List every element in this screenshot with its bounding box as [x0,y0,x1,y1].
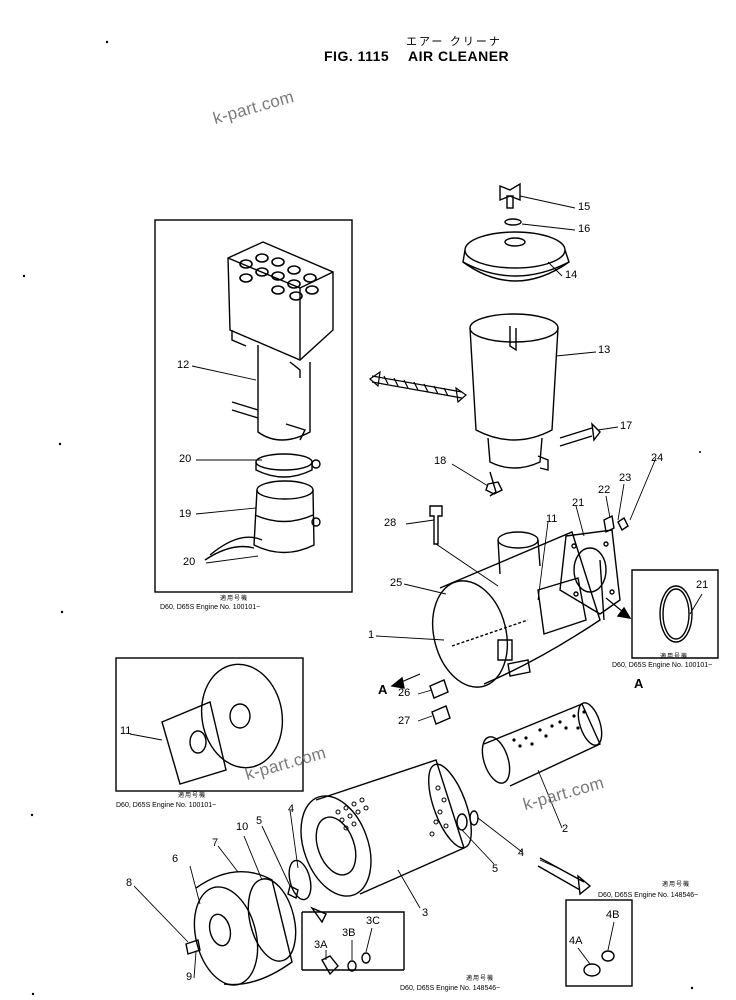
inset-box-11 [115,657,304,792]
bolt-28 [429,505,443,545]
japanese-title: エアー クリーナ [406,35,502,48]
label-23: 23 [619,472,632,484]
label-3: 3 [422,907,429,919]
label-5b: 5 [492,863,499,875]
label-14: 14 [565,269,578,281]
label-27: 27 [398,715,411,727]
label-1: 1 [368,629,375,641]
note-engine-5: D60, D65S Engine No. 148546~ [400,985,501,992]
nut-18 [485,481,503,495]
bolt-set [603,514,629,534]
flange-21 [559,529,621,615]
inset-box-4 [565,899,633,987]
bolt-17 [559,422,601,447]
label-4B: 4B [606,909,620,921]
label-5: 5 [256,815,263,827]
figure-title: AIR CLEANER [408,48,510,64]
label-25: 25 [390,577,403,589]
washer-5 [456,813,468,831]
label-22: 22 [598,484,611,496]
washer-4 [469,810,479,826]
view-A-left: A [378,682,388,697]
label-4A: 4A [569,935,583,947]
figure-number: FIG. 1115 [324,48,390,64]
leader-lines [129,195,703,979]
label-9: 9 [186,971,193,983]
label-4: 4 [288,803,295,815]
label-24: 24 [651,452,664,464]
inner-filter [481,702,603,787]
note-jp-5: 適用号機 [466,975,495,982]
fitting-27 [431,705,451,725]
label-3A: 3A [314,939,328,951]
note-engine-2: D60, D65S Engine No. 100101~ [612,662,713,669]
label-20b: 20 [183,556,196,568]
label-26: 26 [398,687,411,699]
label-8: 8 [126,877,133,889]
precleaner-inset-box [154,219,353,593]
label-3C: 3C [366,915,381,927]
label-20: 20 [179,453,192,465]
label-6: 6 [172,853,179,865]
label-13: 13 [598,344,611,356]
cap-assembly [462,182,570,497]
cover-assembly [185,859,327,986]
label-18: 18 [434,455,447,467]
note-engine-4: D60, D65S Engine No. 148546~ [598,892,699,899]
outer-filter [300,759,472,897]
note-engine-1: D60, D65S Engine No. 100101~ [160,604,261,611]
note-jp-4: 適用号機 [662,881,691,888]
label-21: 21 [572,497,585,509]
note-jp-1: 適用号機 [220,595,249,602]
label-11b: 11 [120,725,132,737]
note-jp-2: 適用号機 [660,653,689,660]
inset-box-21 [631,569,719,659]
label-28: 28 [384,517,397,529]
note-engine-3: D60, D65S Engine No. 100101~ [116,802,217,809]
view-A-right: A [634,676,644,691]
main-body [432,531,605,688]
scan-specks [22,40,701,996]
fitting-26 [429,679,449,699]
label-7: 7 [212,837,219,849]
precleaner-head [227,241,334,441]
label-21b: 21 [696,579,709,591]
label-15: 15 [578,201,591,213]
label-4b: 4 [518,847,525,859]
note-jp-3: 適用号機 [178,792,207,799]
precleaner-hose [204,453,321,561]
label-11: 11 [546,513,558,525]
label-16: 16 [578,223,591,235]
label-12: 12 [177,359,190,371]
stud [537,857,592,896]
label-17: 17 [620,420,633,432]
label-3B: 3B [342,927,356,939]
inset-box-3 [301,911,405,976]
label-19: 19 [179,508,192,520]
label-2: 2 [562,823,569,835]
double-arrow [369,370,467,404]
label-10: 10 [236,821,249,833]
